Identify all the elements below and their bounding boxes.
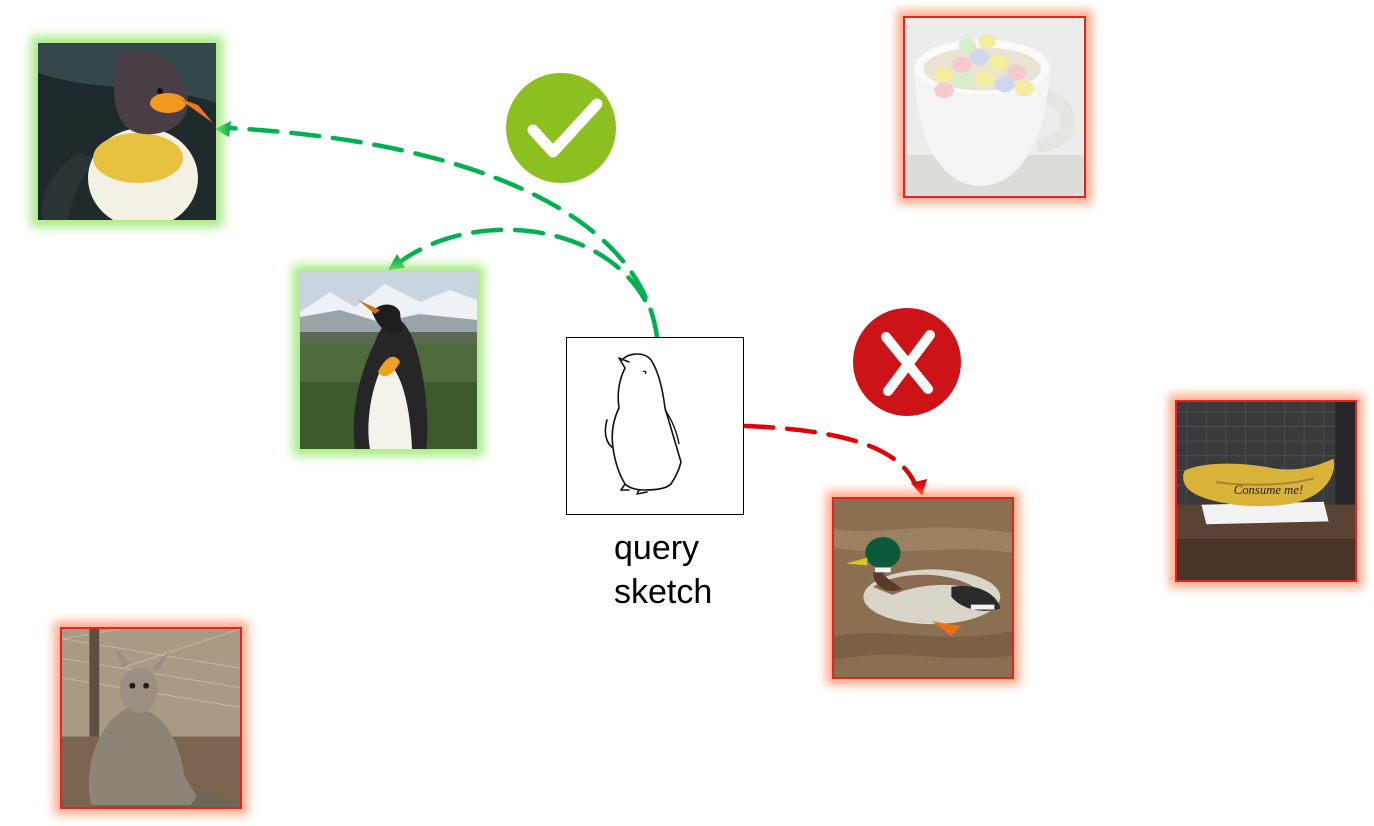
image-duck [832, 497, 1014, 679]
banana-handwriting: Consume me! [1234, 483, 1304, 497]
query-sketch-box [566, 337, 744, 515]
image-wallaby [60, 627, 242, 809]
image-penguin-colony [300, 272, 477, 449]
arrow-to-penguin-underwater [225, 125, 660, 340]
penguin-sketch-drawing [604, 353, 682, 495]
image-penguin-underwater [38, 43, 216, 220]
arrowhead-penguin-underwater [215, 121, 231, 137]
caption-line-1: query [614, 529, 700, 567]
checkmark-icon [505, 70, 620, 185]
arrow-to-duck [742, 423, 918, 487]
image-banana: Consume me! [1175, 400, 1357, 582]
x-mark-icon [852, 307, 962, 417]
query-sketch-caption: query sketch [614, 526, 712, 614]
image-candy-cup [903, 16, 1086, 198]
arrowhead-penguin-colony [388, 254, 405, 270]
arrow-to-penguin-colony [397, 227, 648, 303]
arrowhead-duck [911, 479, 927, 496]
caption-line-2: sketch [614, 573, 713, 611]
